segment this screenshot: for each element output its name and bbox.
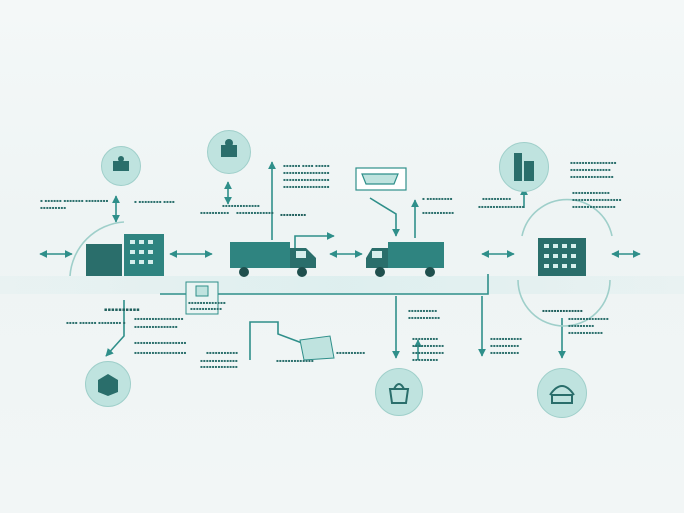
label: ▪▪▪▪▪▪▪▪▪▪▪▪▪▪▪▪ xyxy=(283,177,330,182)
cart-icon xyxy=(355,167,407,191)
warehouse-left-icon xyxy=(86,234,164,276)
bag-icon xyxy=(375,368,423,416)
label: ▪▪▪▪▪▪▪▪▪ xyxy=(40,205,67,210)
label: ▪▪▪▪▪▪▪▪▪▪▪▪▪▪▪ xyxy=(572,204,616,209)
label: ▪▪▪▪▪▪▪▪▪▪▪▪▪ xyxy=(236,210,274,215)
box-icon xyxy=(85,361,131,407)
label: ▪▪▪▪▪▪▪▪▪ xyxy=(568,323,595,328)
label: ▪▪▪▪▪▪▪▪▪ xyxy=(280,212,307,217)
label: ▪▪▪▪▪▪▪▪▪▪ xyxy=(490,343,520,348)
truck-right-icon xyxy=(366,242,444,277)
label: ▪▪▪▪▪▪▪▪▪▪▪▪▪▪▪▪▪ xyxy=(134,316,184,321)
label: ▪▪▪▪▪▪▪▪▪▪▪ xyxy=(412,343,445,348)
label: ▪▪▪▪▪▪▪▪▪▪ xyxy=(336,350,366,355)
label: ▪▪▪▪▪▪▪▪▪▪▪▪▪ xyxy=(276,358,314,363)
label: ▪▪▪▪▪▪▪▪▪▪▪▪▪ xyxy=(200,358,238,363)
label: ▪▪▪▪▪▪▪▪▪ xyxy=(412,357,439,362)
label: ▪▪▪▪▪▪▪▪▪▪▪▪▪▪▪ xyxy=(134,324,178,329)
label: ▪▪▪▪▪▪▪▪▪▪▪▪▪▪ xyxy=(542,308,583,313)
scanner-icon xyxy=(185,281,219,315)
basket-icon xyxy=(537,368,587,418)
label: ▪▪▪▪▪▪▪▪▪▪▪▪▪▪▪▪ xyxy=(570,160,617,165)
label: ▪▪▪▪▪▪▪▪▪▪▪▪▪ xyxy=(188,300,226,305)
label: ▪▪▪▪▪▪▪▪▪▪▪▪▪▪▪▪▪▪ xyxy=(134,350,187,355)
label: ▪▪▪▪▪▪▪▪▪▪ xyxy=(490,350,520,355)
network-icon xyxy=(101,146,141,186)
center-band xyxy=(0,276,684,294)
label: ▪▪▪▪▪▪▪▪▪▪ xyxy=(200,210,230,215)
label: ▪▪▪▪▪▪▪▪▪▪▪▪▪▪▪▪ xyxy=(283,184,330,189)
label: ▪▪▪▪▪▪▪▪▪▪▪▪▪▪ xyxy=(570,167,611,172)
label: ▪▪▪▪▪▪▪▪▪ xyxy=(412,336,439,341)
store-icon xyxy=(499,142,549,192)
label: ▪▪▪▪▪▪▪▪▪▪ xyxy=(482,196,512,201)
package-icon xyxy=(299,335,335,361)
label: ▪▪▪▪ ▪▪▪▪▪▪ ▪▪▪▪▪▪▪▪ ▪ xyxy=(66,320,126,325)
label: ▪▪▪▪▪▪ ▪▪▪▪ ▪▪▪▪▪ xyxy=(283,163,330,168)
label: ▪▪▪▪▪▪▪▪▪▪▪▪▪▪ xyxy=(568,316,609,321)
label: ▪▪▪▪▪▪▪▪▪▪▪ xyxy=(190,306,223,311)
truck-left-icon xyxy=(230,242,316,277)
warehouse-right-icon xyxy=(538,238,586,276)
label: ▪▪▪▪▪▪▪▪▪▪▪▪ xyxy=(568,330,603,335)
label: ▪▪▪▪▪▪▪▪▪▪▪ xyxy=(422,210,455,215)
label: ▪▪▪▪▪▪▪▪▪▪▪▪▪ xyxy=(222,203,260,208)
label: ▪▪▪▪▪▪▪▪▪▪▪ xyxy=(490,336,523,341)
label: ▪ ▪▪▪▪▪▪▪▪ ▪▪▪▪ xyxy=(134,199,175,204)
label: ▪▪▪▪▪▪▪▪▪▪▪▪▪▪▪▪▪ xyxy=(572,197,622,202)
label: ▪▪▪▪▪▪▪▪▪▪ xyxy=(104,307,140,313)
label: ▪▪▪▪▪▪▪▪▪▪▪▪▪ xyxy=(572,190,610,195)
label: ▪▪▪▪▪▪▪▪▪▪▪▪▪▪▪ xyxy=(570,174,614,179)
label: ▪ ▪▪▪▪▪▪▪▪▪ xyxy=(422,196,453,201)
label: ▪▪▪▪▪▪▪▪▪▪▪ xyxy=(206,350,239,355)
label: ▪▪▪▪▪▪▪▪▪▪▪▪▪▪▪▪ xyxy=(283,170,330,175)
label: ▪▪▪▪▪▪▪▪▪▪▪▪▪ xyxy=(200,364,238,369)
label: ▪▪▪▪▪▪▪▪▪▪▪ xyxy=(408,315,441,320)
label: ▪▪▪▪▪▪▪▪▪▪▪▪▪▪▪▪ xyxy=(478,204,525,209)
label: ▪▪▪▪▪▪▪▪▪▪ xyxy=(408,308,438,313)
label: ▪▪▪▪▪▪▪▪▪▪▪▪▪▪▪▪▪▪ xyxy=(134,340,187,345)
label: ▪ ▪▪▪▪▪▪ ▪▪▪▪▪▪▪ ▪▪▪▪▪▪▪▪ xyxy=(40,198,109,203)
handshake-icon xyxy=(207,130,251,174)
label: ▪▪▪▪▪▪▪▪▪▪▪ xyxy=(412,350,445,355)
